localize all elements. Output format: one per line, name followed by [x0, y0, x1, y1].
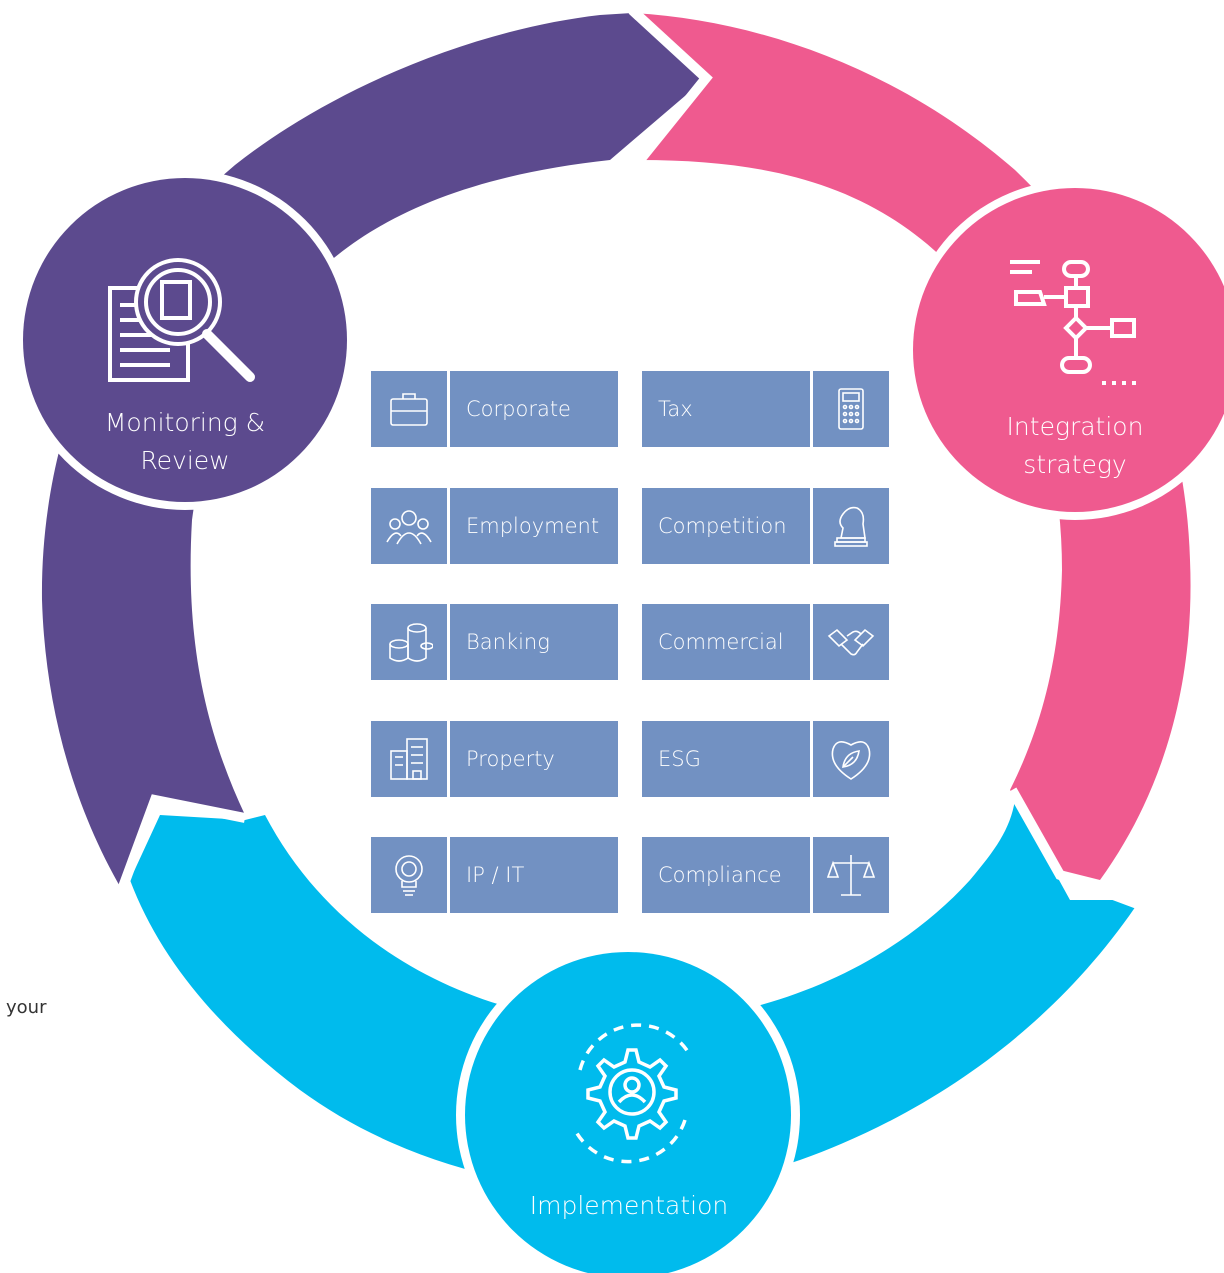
gear-person-icon	[573, 1023, 692, 1164]
leaf-heart-icon	[813, 721, 889, 797]
side-text: your	[6, 997, 47, 1018]
document-search-icon	[108, 258, 255, 382]
practice-label-ip-it: IP / IT	[450, 837, 618, 913]
practice-tile-commercial: Commercial	[642, 604, 889, 680]
practice-tile-tax: Tax	[642, 371, 889, 447]
practice-label-commercial: Commercial	[642, 604, 810, 680]
implementation-label: Implementation	[529, 1191, 729, 1220]
integration-label-line1: Integration	[1006, 412, 1144, 441]
practice-label-corporate: Corporate	[450, 371, 618, 447]
practice-label-employment: Employment	[450, 488, 618, 564]
coins-icon	[371, 604, 446, 680]
practice-tile-employment: Employment	[371, 488, 618, 564]
briefcase-icon	[371, 371, 446, 447]
practice-label-banking: Banking	[450, 604, 618, 680]
practice-label-compliance: Compliance	[642, 837, 810, 913]
monitoring-label-line2: Review	[140, 446, 230, 475]
integration-label-line2: strategy	[1023, 450, 1127, 479]
monitoring-label-line1: Monitoring &	[104, 408, 266, 437]
implementation-arc	[130, 800, 1140, 1190]
practice-label-tax: Tax	[642, 371, 810, 447]
monitoring-label: Monitoring & Review	[80, 404, 290, 480]
flowchart-icon	[1010, 260, 1140, 385]
practice-tile-compliance: Compliance	[642, 837, 889, 913]
scales-icon	[813, 837, 889, 913]
practice-label-esg: ESG	[642, 721, 810, 797]
integration-circle	[913, 188, 1224, 512]
buildings-icon	[371, 721, 446, 797]
practice-tile-ip-it: IP / IT	[371, 837, 618, 913]
practice-tile-competition: Competition	[642, 488, 889, 564]
chess-knight-icon	[813, 488, 889, 564]
practice-label-competition: Competition	[642, 488, 810, 564]
practice-tile-esg: ESG	[642, 721, 889, 797]
handshake-icon	[813, 604, 889, 680]
practice-tile-banking: Banking	[371, 604, 618, 680]
practice-label-property: Property	[450, 721, 618, 797]
lightbulb-icon	[371, 837, 446, 913]
people-icon	[371, 488, 446, 564]
calculator-icon	[813, 371, 889, 447]
integration-label: Integration strategy	[970, 408, 1180, 484]
practice-tile-property: Property	[371, 721, 618, 797]
practice-tile-corporate: Corporate	[371, 371, 618, 447]
